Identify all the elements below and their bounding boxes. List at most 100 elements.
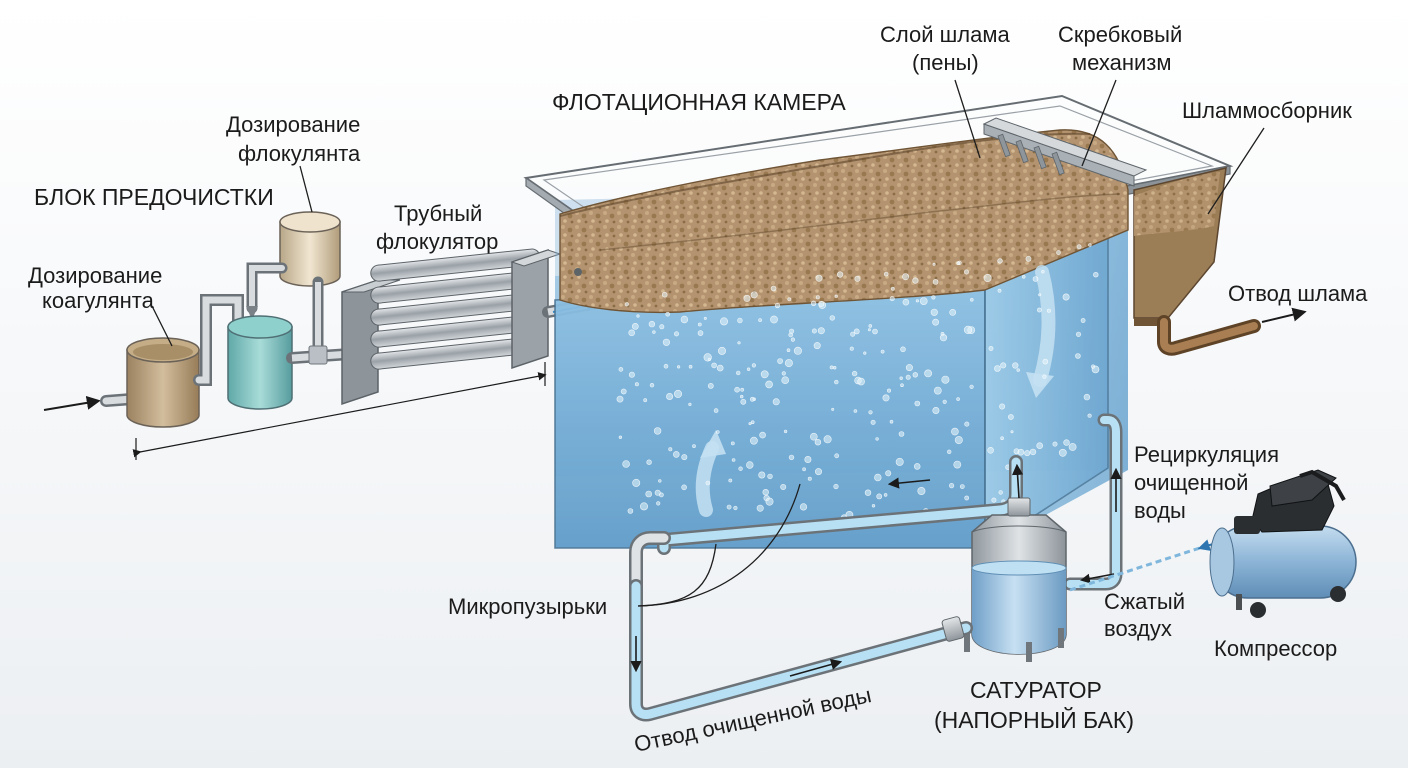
microbubble [783,429,788,434]
label-compressed-air-1: Сжатый [1104,589,1185,614]
microbubble [814,468,822,476]
microbubble [810,300,817,306]
microbubble [1025,255,1032,262]
microbubble [867,328,871,332]
microbubble [681,454,688,461]
microbubble [817,327,825,335]
microbubble [883,271,889,277]
microbubble [998,490,1003,495]
microbubble [853,328,860,335]
microbubble [746,461,754,469]
microbubble [902,273,910,281]
microbubble [1075,353,1081,359]
microbubble [646,459,652,465]
microbubble [963,269,969,275]
microbubble [719,317,728,326]
microbubble [889,296,895,302]
microbubble [831,407,835,411]
microbubble [814,439,822,446]
label-scraper-2: механизм [1072,50,1172,75]
microbubble [1036,442,1043,450]
microbubble [1056,250,1061,255]
microbubble [863,351,867,355]
microbubble [648,320,656,328]
label-flocculant-1: Дозирование [226,112,360,137]
microbubble [649,383,655,388]
scraper-mechanism [982,117,1148,187]
microbubble [886,388,891,393]
label-recirculation-3: воды [1134,498,1186,523]
microbubble [1010,430,1014,434]
microbubble [784,359,793,368]
microbubble [748,422,752,426]
microbubble [658,479,662,483]
microbubble [777,358,783,364]
microbubble [628,371,635,378]
microbubble [740,398,747,405]
microbubble [851,370,858,377]
microbubble [1088,243,1092,247]
microbubble [788,332,794,338]
microbubble [787,297,792,302]
microbubble [1024,450,1031,457]
microbubble [850,331,856,337]
microbubble [705,480,711,486]
microbubble [932,279,939,285]
microbubble [834,294,838,298]
microbubbles-field [616,243,1100,521]
microbubble [738,466,743,471]
microbubble [1041,270,1045,274]
microbubble [786,348,791,353]
microbubble [983,273,992,282]
microbubble [1058,448,1067,457]
microbubble [628,329,636,337]
microbubble [898,431,905,437]
microbubble [994,365,1001,372]
microbubble [807,476,812,481]
label-sludge-outlet: Отвод шлама [1228,281,1368,306]
microbubble [666,392,674,400]
microbubble [900,346,906,353]
microbubble [673,389,682,398]
label-compressor: Компрессор [1214,636,1337,661]
microbubble [663,363,669,369]
microbubble [959,484,965,489]
microbubble [673,331,679,337]
microbubble [870,419,876,425]
microbubble [872,328,878,335]
microbubble [1008,414,1014,420]
dosing-arrow-icon [246,306,258,320]
microbubble [868,324,873,328]
sludge-layer [559,129,1129,314]
microbubble [659,324,665,330]
microbubble [765,497,774,506]
microbubble [652,330,656,334]
microbubble [780,483,787,490]
microbubble [717,346,726,355]
downflow-arrow-icon [1033,265,1056,387]
microbubble [942,399,947,404]
pretreatment-block [43,211,599,460]
microbubble [770,285,777,292]
microbubble [1083,393,1091,401]
microbubble [951,427,959,436]
microbubble [620,388,627,395]
microbubble [834,379,839,385]
microbubble [653,427,662,435]
label-saturator-2: (НАПОРНЫЙ БАК) [934,706,1134,733]
microbubble [758,318,763,323]
microbubble [964,495,970,501]
microbubble [758,471,766,479]
label-pretreatment-block: БЛОК ПРЕДОЧИСТКИ [34,184,274,210]
microbubble [874,473,882,482]
microbubble [672,451,680,458]
microbubble [781,371,786,376]
microbubble [759,431,766,439]
microbubble [1016,368,1020,372]
microbubble [811,328,817,334]
flotation-chamber [523,94,1307,593]
microbubble [631,322,639,330]
microbubble [969,297,974,302]
microbubble [799,503,808,511]
microbubble [762,489,769,496]
